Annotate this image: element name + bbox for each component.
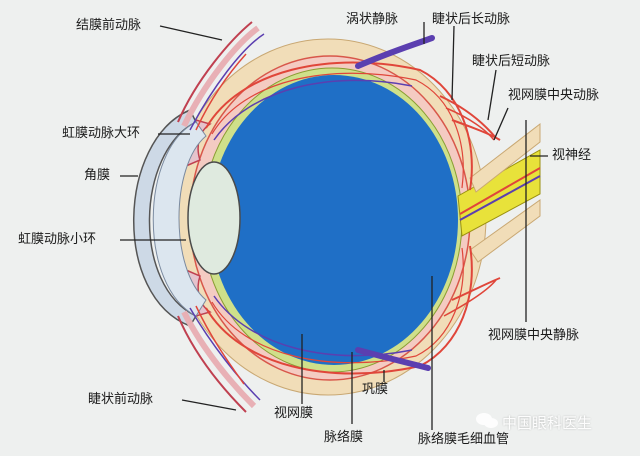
central-retinal-artery [459, 167, 541, 215]
vortex-vein-lower [355, 347, 431, 371]
label-sclera: 巩膜 [362, 382, 389, 397]
anterior-chamber [152, 121, 207, 317]
watermark-text: 中国眼科医生 [502, 414, 593, 432]
label-anterior-ciliary-artery: 睫状前动脉 [88, 392, 154, 407]
vitreous-body [210, 75, 458, 365]
leader-lines [120, 22, 548, 430]
central-retinal-vein [459, 175, 541, 221]
choroidal-artery-lower [205, 245, 473, 375]
wechat-icon [476, 413, 498, 428]
anterior-ciliary-artery-lower [195, 305, 245, 385]
vortex-vein-upper [355, 35, 435, 69]
watermark-icon-spacer [476, 414, 498, 432]
optic-nerve [457, 149, 541, 237]
optic-nerve-sheath [469, 122, 541, 193]
cornea-shape [133, 109, 198, 327]
anterior-ciliary-artery-upper [195, 53, 247, 131]
choroidal-vein-upper [213, 79, 413, 141]
label-short-posterior-ciliary-artery: 睫状后短动脉 [472, 54, 551, 69]
label-optic-nerve: 视神经 [552, 148, 592, 163]
label-minor-iris-circle: 虹膜动脉小环 [18, 232, 97, 247]
label-choriocapillaris: 脉络膜毛细血管 [418, 432, 510, 447]
optic-nerve-sheath-lower [469, 199, 541, 263]
lens [187, 161, 241, 275]
watermark: 中国眼科医生 [476, 412, 592, 433]
short-posterior-ciliary-artery [451, 119, 501, 141]
label-central-retinal-vein: 视网膜中央静脉 [488, 328, 580, 343]
upper-conjunctiva [177, 21, 253, 123]
label-retina: 视网膜 [274, 406, 314, 421]
long-posterior-ciliary-artery [439, 95, 497, 139]
label-long-posterior-ciliary-artery: 睫状后长动脉 [432, 12, 511, 27]
lower-conjunctiva [177, 315, 247, 413]
label-cornea: 角膜 [84, 168, 111, 183]
label-vortex-vein: 涡状静脉 [346, 12, 399, 27]
label-choroid: 脉络膜 [324, 430, 364, 445]
label-major-iris-circle: 虹膜动脉大环 [62, 126, 141, 141]
choroidal-artery-upper [205, 61, 473, 191]
label-central-retinal-artery: 视网膜中央动脉 [508, 88, 600, 103]
label-conjunctival-anterior-artery: 结膜前动脉 [76, 18, 142, 33]
